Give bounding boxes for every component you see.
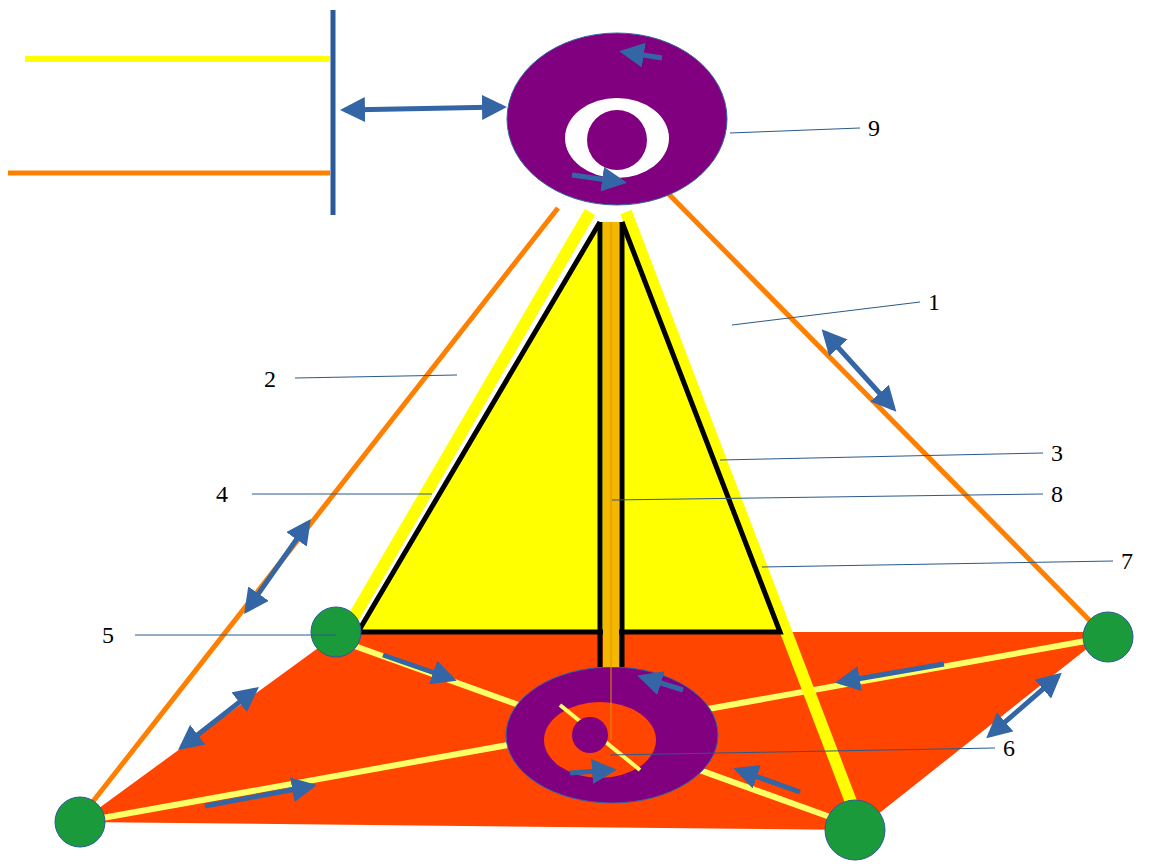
- leader-lines: [135, 128, 1113, 755]
- top-hub: [587, 110, 647, 170]
- orange-line: [8, 171, 330, 176]
- callout-number: 2: [262, 366, 278, 392]
- callout-number: 9: [866, 115, 882, 141]
- callout-number: 1: [926, 289, 942, 315]
- corner-ball: [1083, 612, 1133, 662]
- corner-ball: [311, 607, 361, 657]
- top-ring: [507, 33, 727, 205]
- mast-axis: [611, 222, 612, 740]
- callout-number: 3: [1049, 440, 1065, 466]
- yellow-diagonal: [80, 637, 1108, 822]
- callout-number: 6: [1001, 735, 1017, 761]
- base-plate: [80, 632, 1108, 830]
- callout-number: 7: [1119, 548, 1135, 574]
- blue-bar: [331, 10, 336, 215]
- callout-number: 5: [100, 622, 116, 648]
- motion-arrows: [182, 52, 1058, 806]
- ring-hole: [544, 702, 656, 778]
- bottom-hub: [572, 717, 608, 753]
- sail: [358, 222, 780, 632]
- yellow-diagonal: [560, 705, 640, 770]
- callout-number: 8: [1049, 481, 1065, 507]
- callout-number: 4: [214, 481, 230, 507]
- mast-edge: [598, 222, 603, 667]
- yellow-line: [25, 56, 330, 62]
- sail-outline: [358, 222, 780, 632]
- yellow-diagonal: [338, 640, 855, 826]
- bottom-ring: [506, 667, 718, 803]
- corner-ball: [825, 800, 885, 860]
- mast-edge: [620, 222, 625, 667]
- ring-hole: [565, 98, 669, 178]
- corner-ball: [55, 797, 105, 847]
